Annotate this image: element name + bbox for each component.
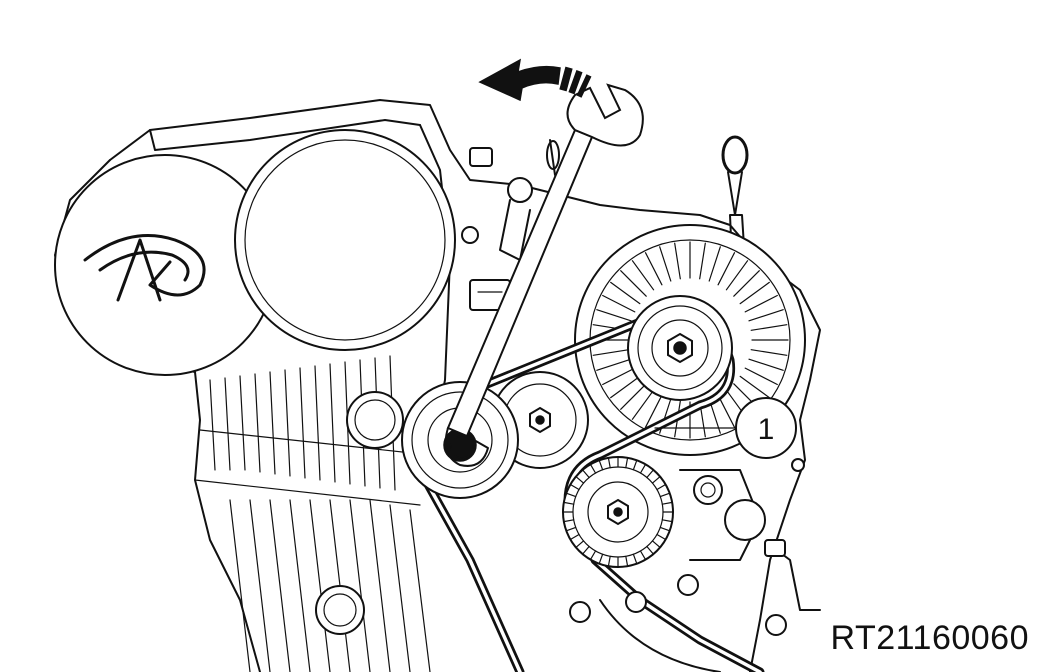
alternator-pulley [627, 295, 733, 401]
pulley-rib [656, 533, 667, 541]
pulley-rib [569, 533, 580, 541]
alternator-fin [739, 281, 770, 305]
pulley-rib [598, 553, 604, 565]
pulley-rib [589, 550, 597, 561]
lower-pulley [562, 456, 674, 568]
pulley-rib [651, 540, 661, 549]
alternator-fin [717, 252, 736, 286]
alternator-fin [592, 349, 630, 356]
pulley-rib [651, 476, 661, 484]
pulley-rib [589, 463, 597, 474]
alternator-fin [725, 260, 749, 291]
pulley-rib [575, 540, 585, 549]
alternator-fin [610, 375, 641, 399]
pulley-rib [569, 483, 580, 491]
pulley-rib [565, 492, 577, 498]
alternator-fin [739, 375, 770, 399]
pulley-rib [563, 519, 575, 523]
pulley-rib [563, 501, 575, 505]
alternator-fin [610, 281, 641, 305]
alternator-fin [659, 246, 672, 282]
pulley-rib [639, 550, 647, 561]
pulley-rib [661, 501, 673, 505]
alternator-fin [750, 349, 788, 356]
pulley-rib [598, 459, 604, 471]
alternator-fin [748, 309, 784, 322]
pulley-rib [625, 457, 629, 469]
callout-1-label: 1 [758, 413, 775, 446]
alternator-fin [733, 270, 760, 297]
alternator-fin [748, 358, 784, 371]
alternator-fin [674, 242, 681, 280]
upper-fittings [461, 139, 560, 311]
lower-cover-ribs [209, 355, 431, 672]
alternator-fin [644, 394, 663, 428]
alternator-fin [750, 324, 788, 331]
cam-covers [54, 129, 456, 376]
wrench-icon [444, 83, 644, 467]
pulley-rib [656, 483, 667, 491]
alternator-fin [708, 246, 721, 282]
alternator-fin [596, 309, 632, 322]
chery-logo-icon [83, 234, 206, 302]
pulley-rib [625, 555, 629, 567]
alternator-fin [744, 367, 778, 386]
alternator-fin [596, 358, 632, 371]
pulley-rib [646, 545, 655, 555]
alternator-fin [644, 252, 663, 286]
pulley-rib [632, 459, 638, 471]
figure-code: RT21160060 [830, 619, 1029, 657]
pulley-rib [632, 553, 638, 565]
alternator-fin [620, 383, 647, 410]
pulley-rib [581, 545, 590, 555]
alternator-fin [631, 260, 655, 291]
pulley-rib [607, 555, 611, 567]
pulley-rib [659, 526, 671, 532]
alternator-fin [602, 367, 636, 386]
alternator-fin [744, 294, 778, 313]
pulley-rib [565, 526, 577, 532]
pulley-rib [646, 469, 655, 479]
pulley-rib [661, 519, 673, 523]
callout-1: 1 [654, 397, 797, 459]
alternator-fin [717, 394, 736, 428]
rotation-arrow-icon [478, 58, 592, 102]
pulley-rib [607, 457, 611, 469]
pulley-rib [639, 463, 647, 474]
alternator-fin [602, 294, 636, 313]
alternator-fin [620, 270, 647, 297]
pulley-rib [581, 469, 590, 479]
alternator-fin [631, 389, 655, 420]
alternator-fin [699, 242, 706, 280]
lower-bracket [569, 458, 821, 672]
pulley-rib [659, 492, 671, 498]
pulley-rib [575, 476, 585, 484]
